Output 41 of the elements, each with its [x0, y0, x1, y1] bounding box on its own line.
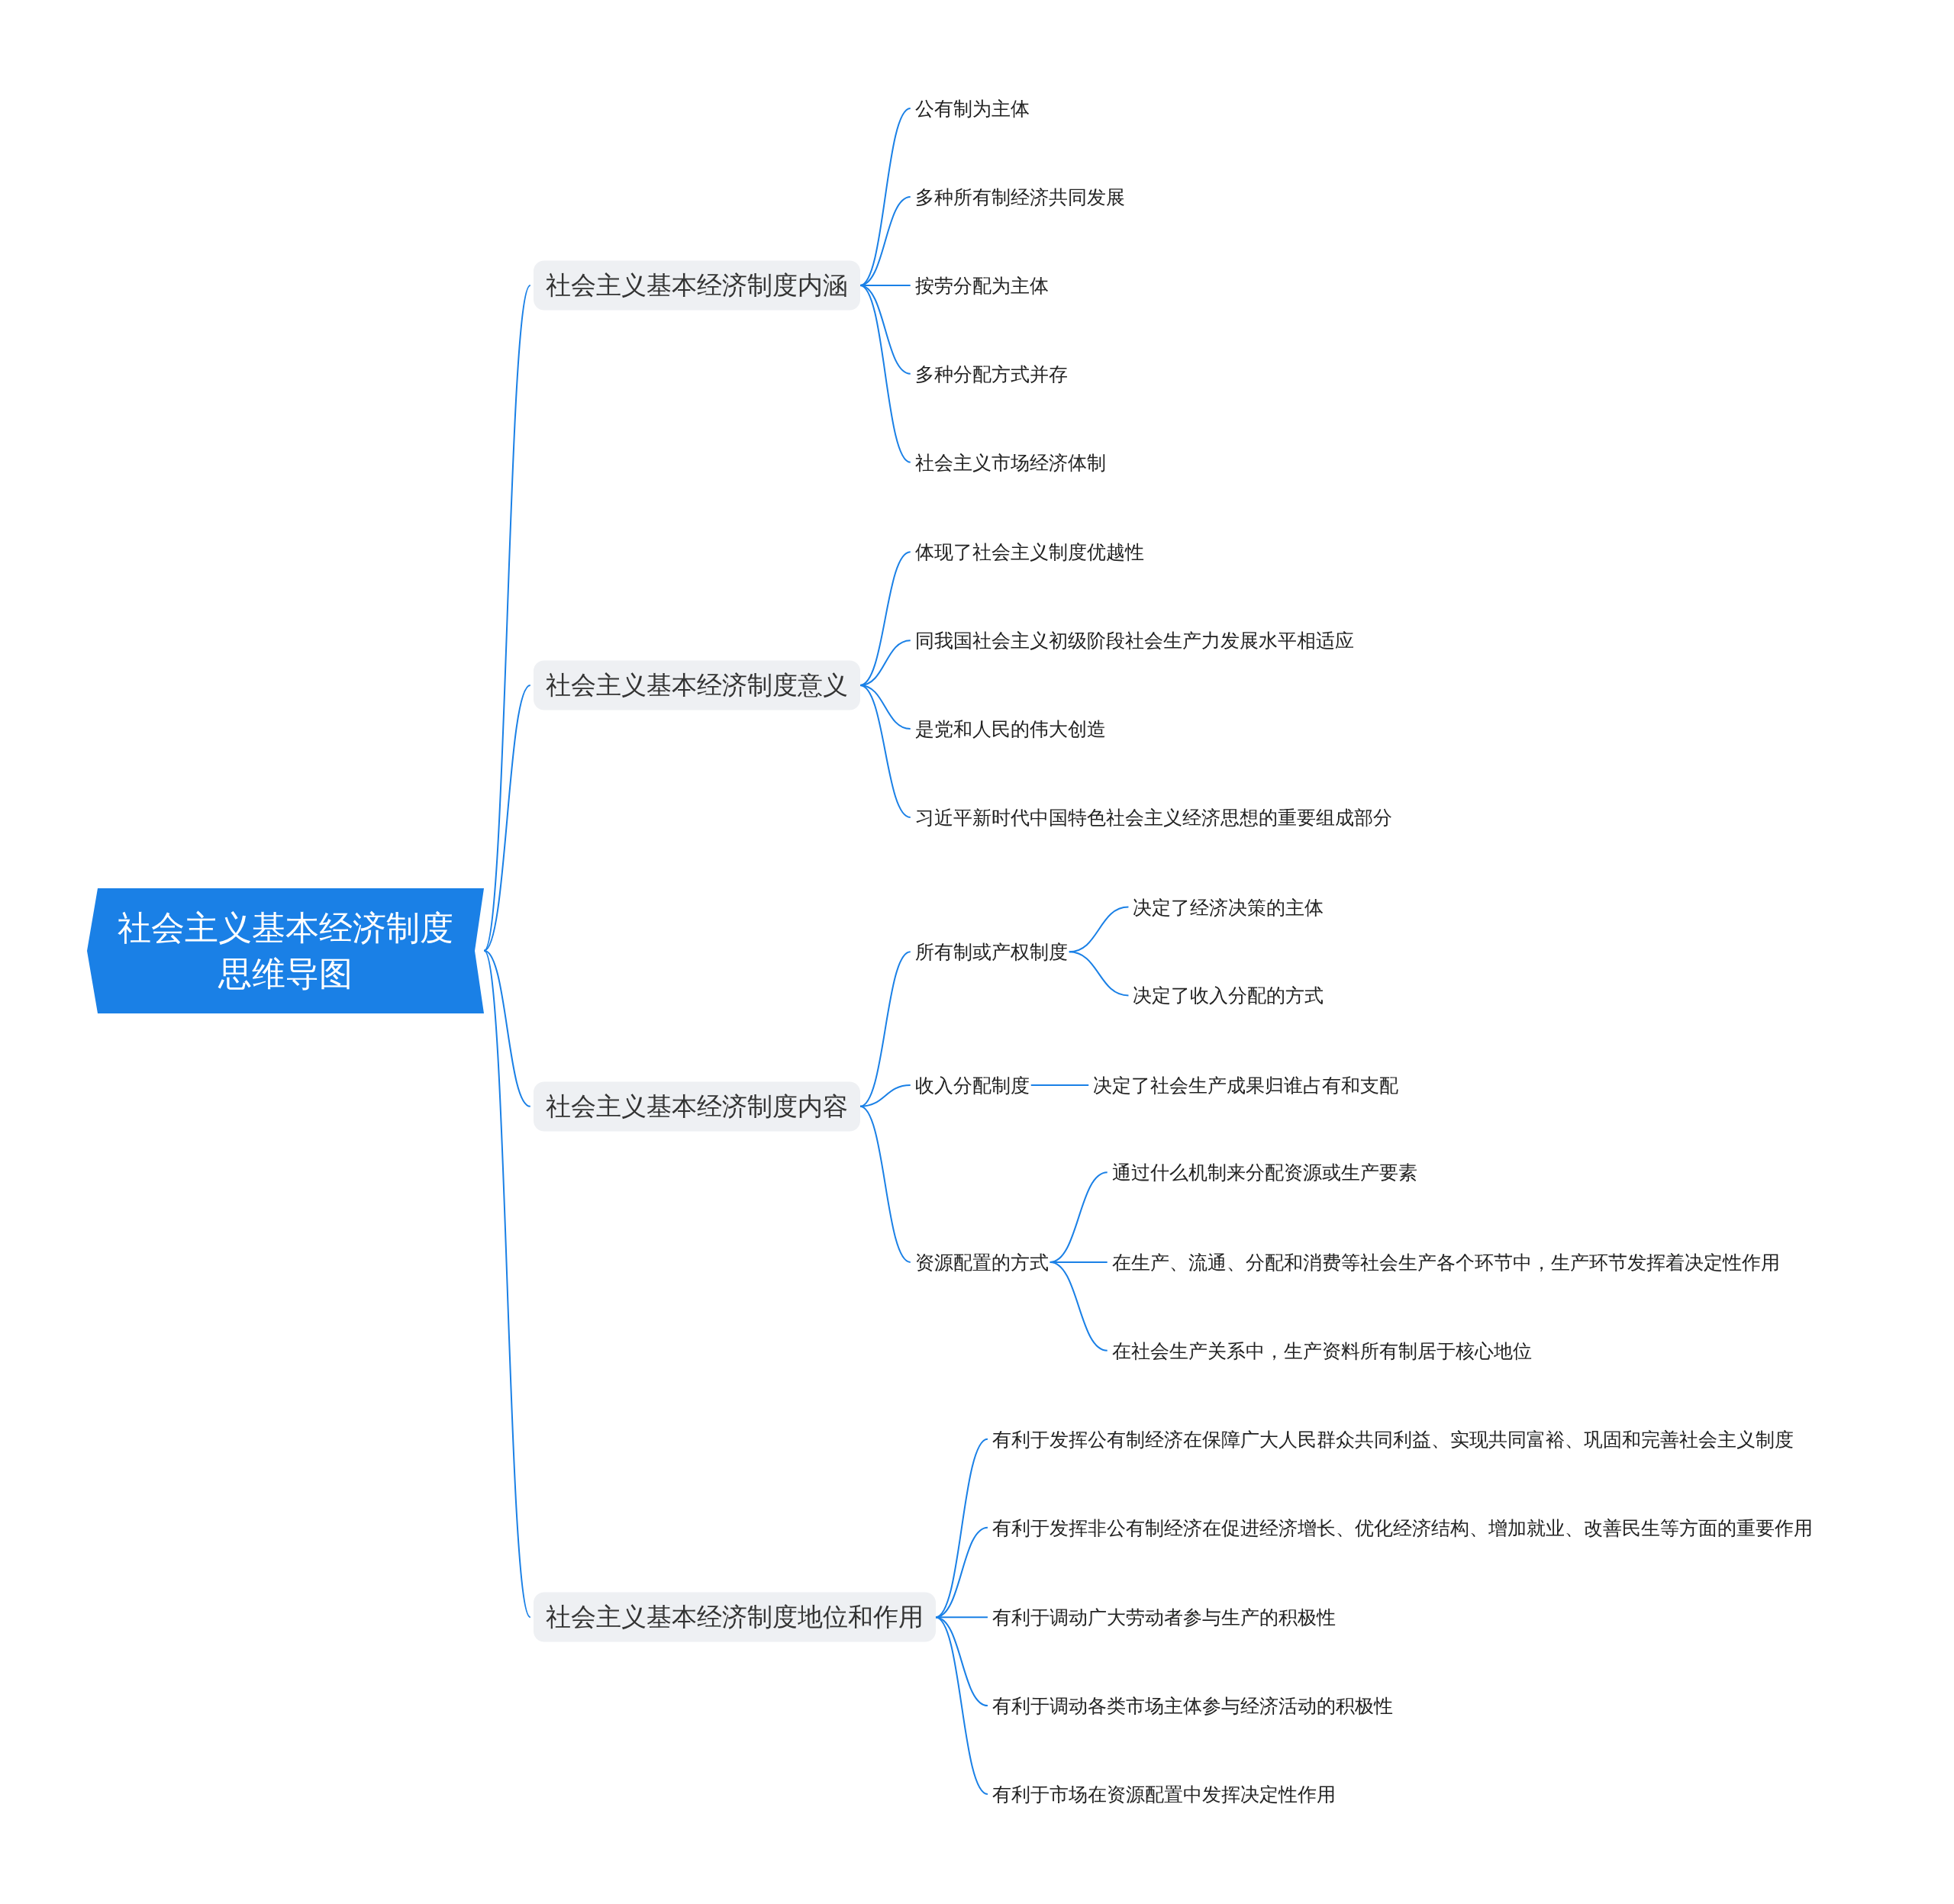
connector-line	[1068, 951, 1130, 997]
connector-line	[483, 284, 531, 952]
connector-line	[483, 949, 531, 1619]
connector-line	[859, 951, 911, 1107]
subtopic-text: 有利于调动广大劳动者参与生产的积极性	[990, 1601, 1337, 1633]
subtopic-text: 通过什么机制来分配资源或生产要素	[1110, 1156, 1419, 1188]
central-topic: 社会主义基本经济制度思维导图	[87, 888, 485, 1013]
subtopic-text: 决定了经济决策的主体	[1131, 891, 1326, 923]
subtopic-text: 有利于市场在资源配置中发挥决定性作用	[990, 1778, 1337, 1810]
connector-line	[859, 284, 911, 463]
subtopic-text: 资源配置的方式	[913, 1246, 1050, 1278]
subtopic-text: 多种所有制经济共同发展	[913, 181, 1127, 213]
subtopic-text: 有利于调动各类市场主体参与经济活动的积极性	[990, 1690, 1395, 1722]
branch-topic: 社会主义基本经济制度内涵	[533, 260, 860, 311]
subtopic-text: 体现了社会主义制度优越性	[913, 536, 1146, 568]
subtopic-text: 习近平新时代中国特色社会主义经济思想的重要组成部分	[913, 801, 1394, 833]
connector-line	[859, 1105, 911, 1263]
subtopic-text: 按劳分配为主体	[913, 269, 1050, 301]
subtopic-text: 多种分配方式并存	[913, 358, 1069, 390]
branch-topic: 社会主义基本经济制度意义	[533, 660, 860, 710]
subtopic-text: 决定了社会生产成果归谁占有和支配	[1091, 1069, 1401, 1101]
connector-line	[1030, 1084, 1090, 1087]
subtopic-text: 是党和人民的伟大创造	[913, 713, 1108, 745]
subtopic-text: 有利于发挥公有制经济在保障广大人民群众共同利益、实现共同富裕、巩固和完善社会主义制度	[990, 1423, 1795, 1455]
branch-topic: 社会主义基本经济制度内容	[533, 1081, 860, 1132]
subtopic-text: 有利于发挥非公有制经济在促进经济增长、优化经济结构、增加就业、改善民生等方面的重要作用	[990, 1512, 1814, 1544]
subtopic-text: 决定了收入分配的方式	[1131, 980, 1326, 1011]
subtopic-text: 收入分配制度	[913, 1069, 1031, 1101]
branch-topic: 社会主义基本经济制度地位和作用	[533, 1592, 936, 1642]
connector-line	[483, 949, 531, 1107]
subtopic-text: 公有制为主体	[913, 92, 1031, 124]
connector-line	[859, 684, 911, 818]
subtopic-text: 所有制或产权制度	[913, 936, 1069, 968]
subtopic-text: 社会主义市场经济体制	[913, 446, 1108, 478]
connector-line	[859, 108, 911, 286]
subtopic-text: 同我国社会主义初级阶段社会生产力发展水平相适应	[913, 624, 1356, 656]
subtopic-text: 在社会生产关系中，生产资料所有制居于核心地位	[1110, 1335, 1533, 1367]
connector-line	[483, 684, 531, 952]
connector-line	[1049, 1261, 1108, 1351]
connector-line	[934, 1616, 988, 1795]
subtopic-text: 在生产、流通、分配和消费等社会生产各个环节中，生产环节发挥着决定性作用	[1110, 1246, 1781, 1278]
